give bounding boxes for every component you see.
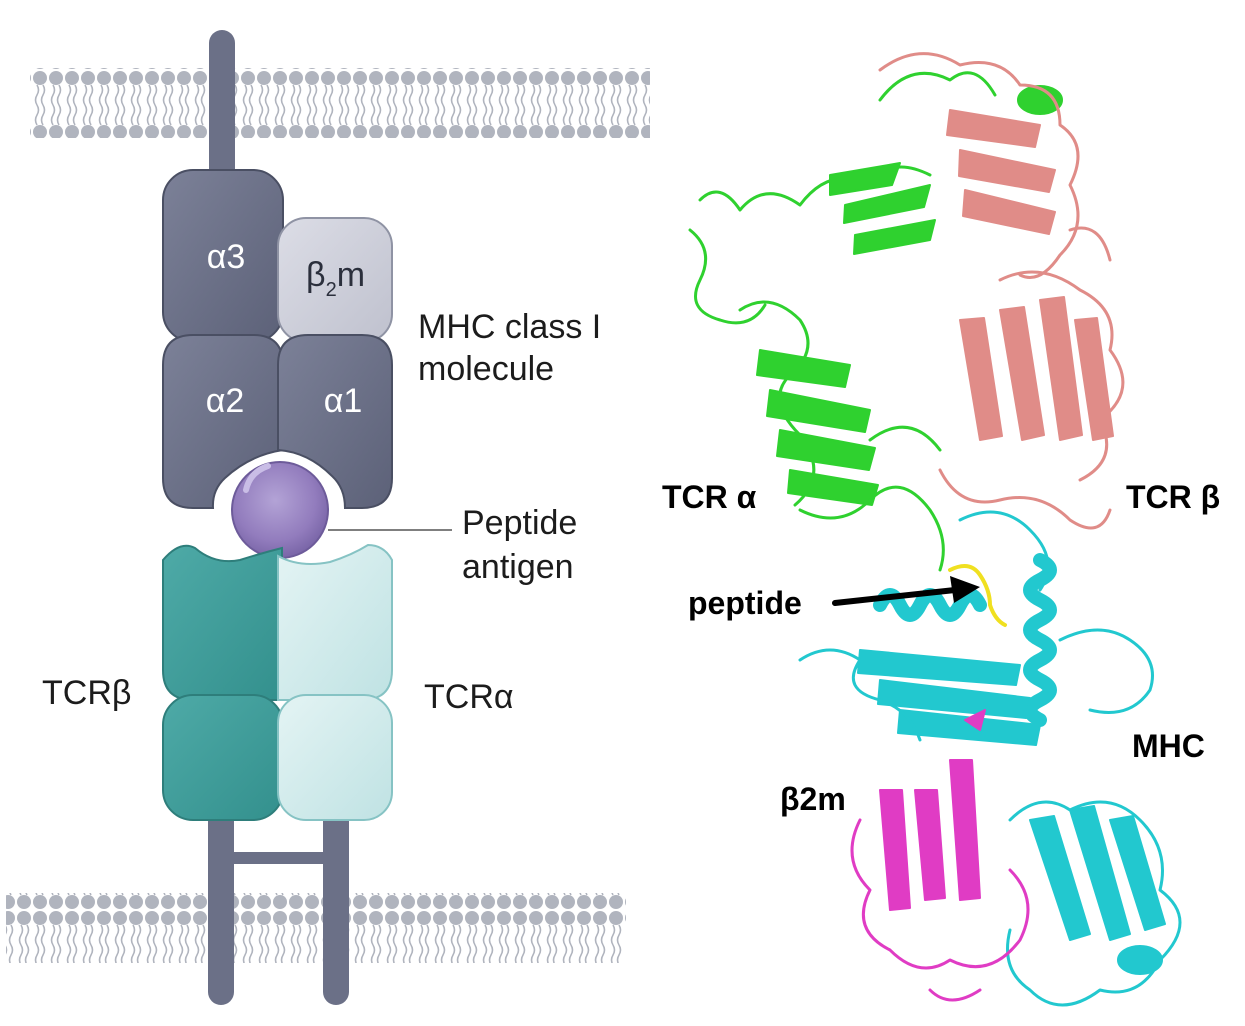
mhc-label-line1: MHC class I [418, 308, 601, 346]
alpha3-label: α3 [207, 238, 246, 276]
b2m-label: β2m [306, 256, 365, 301]
mhc-helix-right [1023, 553, 1057, 727]
top-membrane [30, 68, 650, 138]
peptide-label-line1: Peptide [462, 504, 577, 542]
structure-tcr-alpha-label: TCR α [662, 479, 757, 515]
tcr-alpha-label: TCRα [424, 678, 514, 716]
tcr-alpha-constant [277, 694, 393, 821]
tcr-beta-label: TCRβ [42, 674, 131, 712]
peptide-label-line2: antigen [462, 548, 574, 586]
tcr-beta-ribbon [878, 52, 1125, 530]
mhc-stalk [209, 30, 235, 190]
structure-tcr-beta-label: TCR β [1126, 479, 1220, 515]
peptide-arrow-head [950, 576, 980, 603]
structure-b2m-label: β2m [780, 781, 846, 817]
structure-panel: TCR α TCR β peptide MHC β2m [662, 52, 1220, 1007]
tcr-beta-variable [162, 544, 283, 701]
peptide-sphere-highlight [243, 463, 271, 493]
mhc-label-line2: molecule [418, 350, 554, 388]
tcr-alpha-stalk [323, 800, 349, 1005]
peptide-ribbon [948, 564, 1007, 627]
mhc-ribbon [798, 510, 1182, 1007]
alpha2-label: α2 [206, 382, 245, 420]
bottom-membrane [6, 893, 626, 963]
structure-peptide-label: peptide [688, 585, 802, 621]
schematic-panel: α3 β2m α2 α1 MHC class I molecule Peptid… [6, 30, 650, 1005]
alpha1-label: α1 [324, 382, 363, 420]
alpha1-domain [277, 334, 393, 509]
tcr-alpha-variable [277, 543, 393, 701]
peptide-sphere [231, 461, 329, 559]
tcr-beta-stalk [208, 800, 234, 1005]
structure-mhc-label: MHC [1132, 728, 1205, 764]
tcr-alpha-ribbon [688, 71, 1063, 572]
tcr-beta-constant [162, 694, 284, 821]
tcr-connector [230, 852, 326, 864]
peptide-arrow-shaft [832, 587, 958, 606]
b2m-ribbon [850, 709, 1030, 1002]
